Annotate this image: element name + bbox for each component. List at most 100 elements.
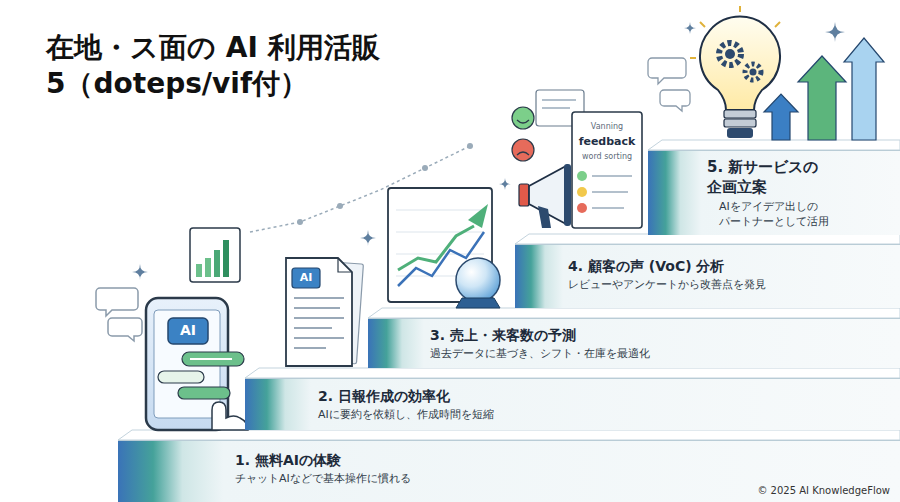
sparkle: [499, 178, 511, 190]
chart-bar: [205, 258, 211, 277]
text-line: [542, 107, 570, 109]
sparkle: [132, 264, 148, 280]
gear-hub: [750, 69, 757, 76]
chat-bubble: [108, 318, 142, 341]
text-line: [294, 307, 340, 309]
sheet-text: word sorting: [582, 153, 632, 162]
gear: [719, 43, 741, 65]
ray: [739, 6, 741, 12]
ball: [456, 258, 500, 302]
sheet-text: Vanning: [591, 123, 623, 132]
step-heading: 1. 無料AIの体験: [235, 451, 900, 469]
step-box: 3. 売上・来客数の予測過去データに基づき、シフト・在庫を最適化: [368, 318, 900, 368]
step-box: 2. 日報作成の効率化AIに要約を依頼し、作成時間を短縮: [245, 378, 900, 430]
megaphone-back: [519, 184, 529, 206]
step-text-group: 2. 日報作成の効率化AIに要約を依頼し、作成時間を短縮: [245, 379, 900, 422]
text-line: [190, 358, 232, 360]
sad-face: [512, 139, 534, 161]
chat-bubble: [178, 387, 230, 399]
bulb-base: [724, 119, 756, 127]
chat-bubble: [660, 90, 690, 111]
text-line: [592, 191, 628, 193]
step-box: 5. 新サービスの 企画立案AIをアイデア出しの パートナーとして活用: [648, 150, 900, 235]
text-line: [592, 175, 632, 177]
chart-frame: [190, 228, 240, 282]
ai-document: [286, 258, 363, 366]
text-line: [294, 327, 332, 329]
sparkle: [684, 22, 696, 34]
ai-badge: [168, 318, 208, 344]
grid-line: [396, 210, 484, 211]
ray: [700, 22, 705, 27]
text-lines: [294, 298, 344, 348]
step-box: 4. 顧客の声 (VoC) 分析レビューやアンケートから改善点を発見: [515, 244, 900, 308]
chart-bar: [214, 250, 220, 277]
step-heading: 4. 顧客の声 (VoC) 分析: [568, 257, 900, 275]
rating-face: [577, 187, 587, 197]
document-label: AI: [300, 272, 313, 284]
page-fold: [338, 258, 352, 272]
feedback-sheet: [572, 112, 642, 228]
ball-stand: [456, 298, 500, 308]
idea-bubbles: [648, 58, 690, 111]
step-description: AIに要約を依頼し、作成時間を短縮: [318, 407, 900, 422]
trend-dot: [337, 203, 343, 209]
text-line: [592, 207, 624, 209]
sparkle: [825, 22, 845, 42]
stair-treads: [118, 140, 900, 440]
up-arrow: [844, 38, 884, 140]
screen-label: AI: [180, 323, 196, 338]
chat-bubble: [158, 371, 204, 383]
chart-bar: [223, 240, 229, 277]
step-description: 過去データに基づき、シフト・在庫を最適化: [430, 346, 900, 361]
bar-chart-icon: [190, 228, 240, 282]
arrow-head: [468, 204, 488, 228]
feedback-icons: [512, 90, 642, 228]
sheet-heading: feedback: [579, 136, 636, 148]
step-heading: 3. 売上・来客数の予測: [430, 326, 900, 344]
crystal-ball: [456, 258, 500, 308]
step-description: AIをアイデア出しの パートナーとして活用: [707, 199, 847, 229]
bulb-base: [724, 110, 756, 118]
chart-bar: [196, 264, 202, 277]
step-text-group: 1. 無料AIの体験チャットAIなどで基本操作に慣れる: [118, 441, 900, 486]
up-arrow: [798, 56, 846, 140]
happy-face: [512, 107, 534, 129]
pointing-hand: [212, 402, 248, 430]
ray: [775, 22, 780, 27]
chat-bubble: [96, 288, 138, 316]
grid-line: [396, 232, 484, 233]
step-description: チャットAIなどで基本操作に慣れる: [235, 471, 900, 486]
lightbulb: [690, 6, 780, 138]
gear: [745, 64, 761, 80]
step-description: レビューやアンケートから改善点を発見: [568, 277, 900, 292]
text-line: [294, 317, 344, 319]
ray: [690, 57, 696, 59]
page-title: 在地・ス面の AI 利用活販 5（doteps/vif付）: [46, 30, 391, 103]
gear-hub: [725, 49, 735, 59]
bulb-glass: [700, 17, 780, 110]
stair-tread: [118, 430, 900, 440]
smile: [517, 120, 529, 123]
stair-tread: [515, 234, 900, 244]
text-line: [294, 297, 344, 299]
stair-tread: [368, 308, 900, 318]
smartphone: [146, 298, 248, 430]
text-line: [294, 337, 344, 339]
megaphone-rim: [564, 164, 571, 226]
document-page: [286, 258, 352, 366]
bulb-base: [727, 128, 753, 138]
up-arrow: [764, 94, 798, 140]
sparkle: [360, 230, 376, 246]
trend-dot: [422, 165, 428, 171]
ai-badge: [292, 268, 320, 288]
rating-face: [577, 171, 587, 181]
step-text-group: 3. 売上・来客数の予測過去データに基づき、シフト・在庫を最適化: [368, 319, 900, 361]
frown: [517, 152, 529, 155]
step-heading: 5. 新サービスの 企画立案: [707, 158, 859, 197]
chat-bubbles-left: [96, 288, 142, 341]
copyright-note: © 2025 AI KnowledgeFlow: [757, 485, 890, 496]
chat-bubble: [182, 352, 244, 366]
text-line: [542, 99, 576, 101]
